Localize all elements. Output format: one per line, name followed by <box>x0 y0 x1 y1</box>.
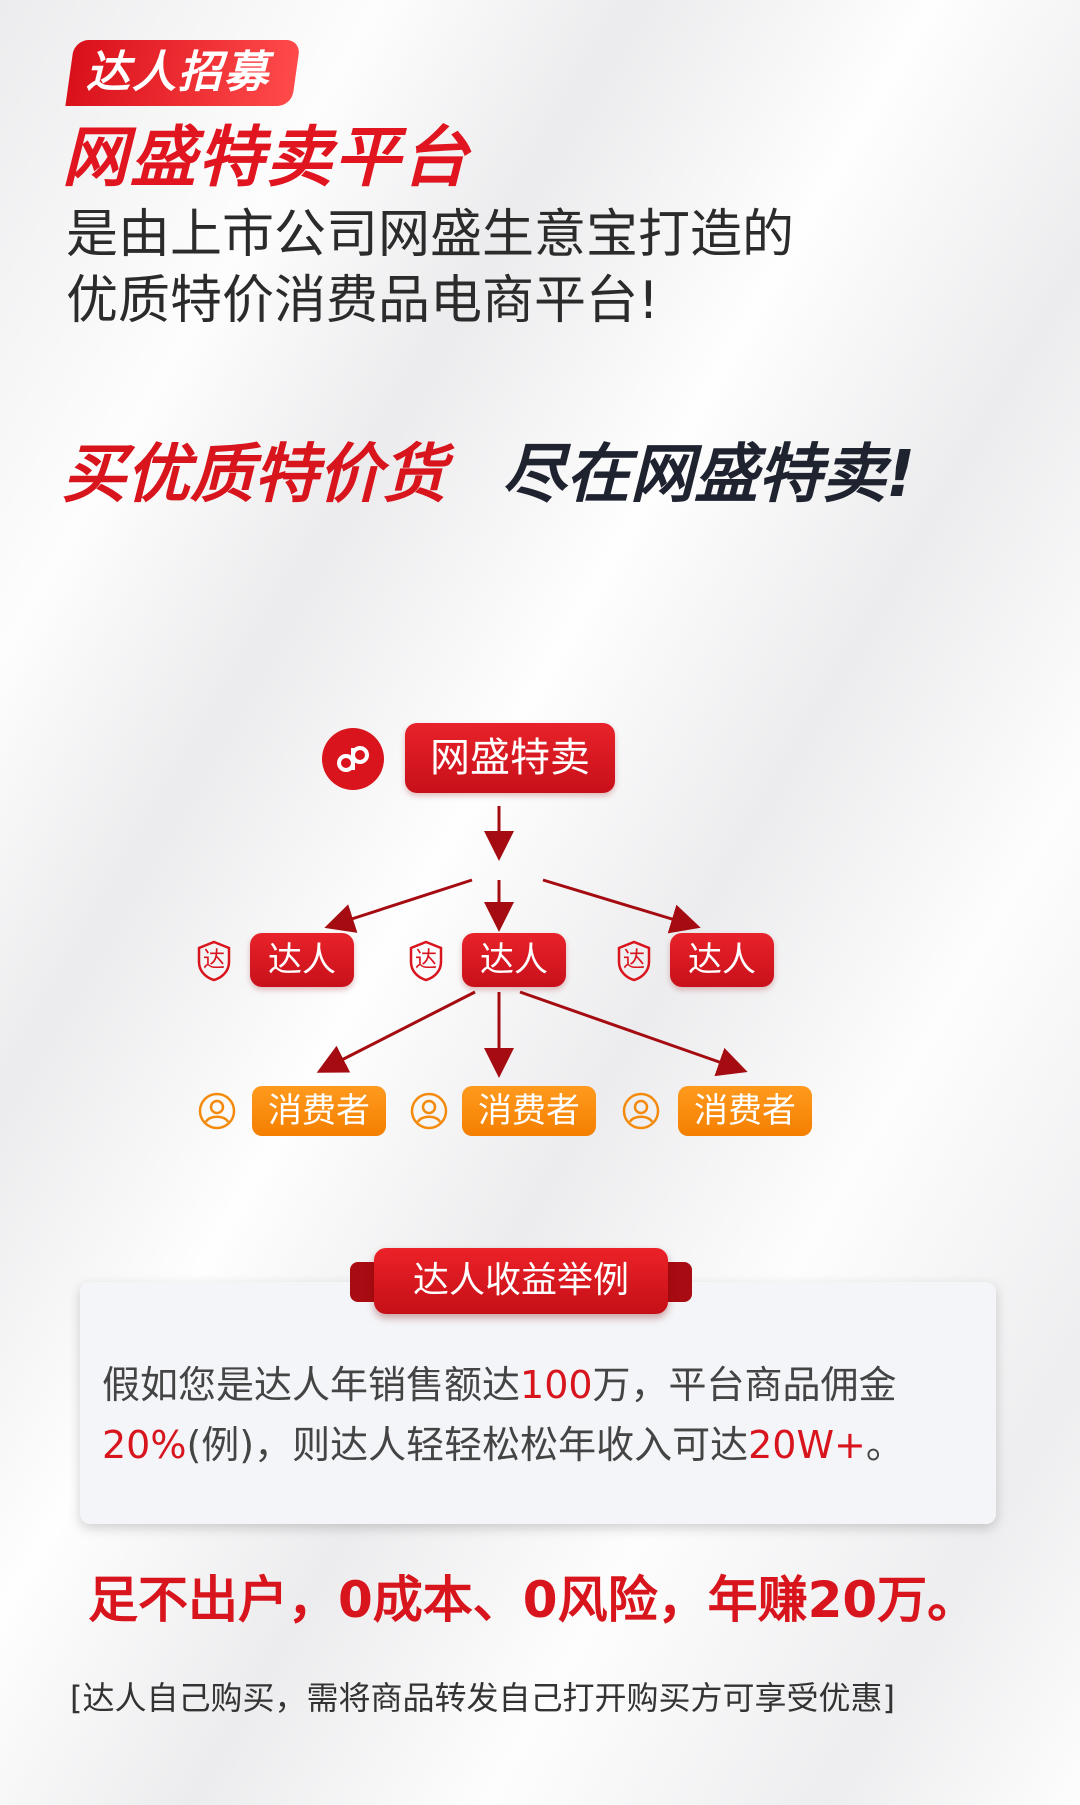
intro-line-1: 是由上市公司网盛生意宝打造的 <box>66 205 795 265</box>
talent-node-3: 达人 <box>670 933 774 987</box>
arrow-to-right-consumer <box>519 990 748 1077</box>
earnings-card <box>80 1282 996 1524</box>
brand-title: 网盛特卖平台 <box>62 119 470 196</box>
talent-node-1: 达人 <box>250 933 354 987</box>
consumer-node-3: 消费者 <box>678 1086 812 1136</box>
talent-node-2: 达人 <box>462 933 566 987</box>
slogan-part-1: 买优质特价货 <box>62 438 446 512</box>
talent-badge-icon: 达 <box>616 940 652 982</box>
talent-badge-icon: 达 <box>196 940 232 982</box>
mini-program-icon <box>322 728 384 790</box>
slogan: 买优质特价货尽在网盛特卖! <box>62 435 915 515</box>
bottom-slogan: 足不出户，0成本、0风险，年赚20万。 <box>88 1571 978 1629</box>
intro-text: 是由上市公司网盛生意宝打造的 优质特价消费品电商平台! <box>66 202 794 334</box>
consumer-node-2: 消费者 <box>462 1086 596 1136</box>
arrow-to-left-consumer <box>316 990 476 1073</box>
platform-node: 网盛特卖 <box>405 723 615 793</box>
intro-line-2: 优质特价消费品电商平台! <box>66 271 659 331</box>
purchase-note: [达人自己购买，需将商品转发自己打开购买方可享受优惠] <box>70 1679 895 1717</box>
earnings-title-ribbon: 达人收益举例 <box>350 1248 692 1318</box>
arrow-to-right-talent <box>542 878 701 934</box>
consumer-node-1: 消费者 <box>252 1086 386 1136</box>
arrow-to-left-talent <box>324 878 473 933</box>
person-icon <box>410 1092 448 1130</box>
talent-badge-icon: 达 <box>408 940 444 982</box>
person-icon <box>198 1092 236 1130</box>
person-icon <box>622 1092 660 1130</box>
earnings-title: 达人收益举例 <box>374 1248 668 1314</box>
slogan-part-2: 尽在网盛特卖! <box>502 438 916 512</box>
